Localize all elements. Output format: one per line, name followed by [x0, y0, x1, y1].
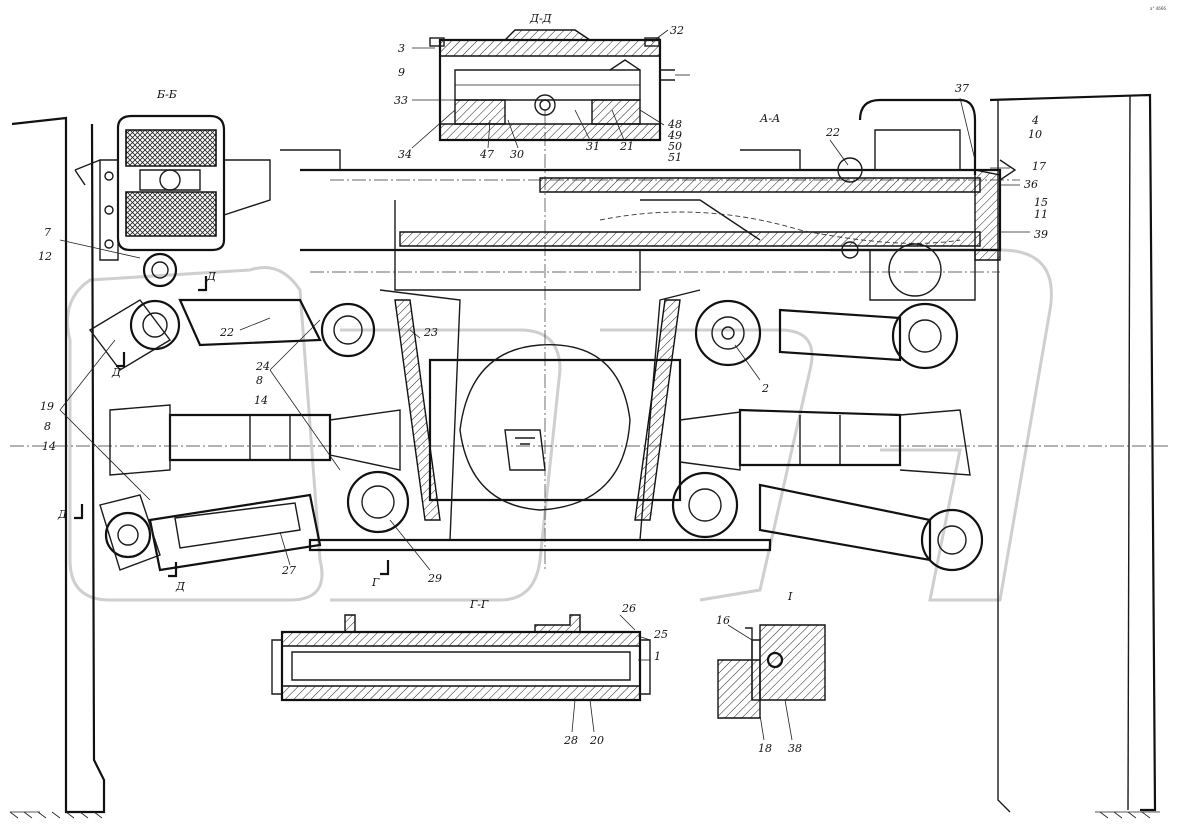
callout-14-lower: 14 — [42, 440, 56, 453]
bushing-lower-far-left — [104, 511, 152, 559]
differential-housing — [308, 289, 772, 552]
flanges — [104, 299, 984, 572]
callout-22-top: 22 — [825, 126, 840, 139]
callout-38: 38 — [788, 742, 802, 755]
callout-34: 34 — [398, 148, 412, 161]
section-bb — [74, 114, 271, 288]
callout-7: 7 — [44, 226, 51, 239]
cut-mark-d2: Д — [111, 366, 122, 379]
frame-right-rail — [989, 93, 1160, 819]
callout-21: 21 — [619, 140, 634, 153]
callout-32: 32 — [670, 24, 684, 37]
flange-lower-center — [671, 471, 739, 539]
callout-39: 39 — [1034, 228, 1048, 241]
bushing-lower-left — [346, 470, 410, 534]
callout-8-lower: 8 — [44, 420, 51, 433]
callout-16: 16 — [716, 614, 730, 627]
callout-17: 17 — [1032, 160, 1046, 173]
corner-mark: a° 4666 — [1150, 6, 1166, 11]
section-title-one: I — [787, 590, 793, 603]
callout-22-left: 22 — [219, 326, 234, 339]
callout-31: 31 — [586, 140, 600, 153]
callout-9: 9 — [398, 66, 405, 79]
drive-shafts — [109, 404, 971, 476]
cut-mark-g1: Г — [371, 576, 380, 589]
callout-1: 1 — [654, 650, 661, 663]
callout-14-upper: 14 — [254, 394, 268, 407]
callout-49: 49 — [667, 129, 682, 142]
callout-11: 11 — [1034, 208, 1048, 221]
callout-25: 25 — [653, 628, 668, 641]
callout-10: 10 — [1028, 128, 1042, 141]
callout-48: 48 — [667, 118, 682, 131]
callout-29: 29 — [427, 572, 442, 585]
detail-one — [717, 624, 826, 719]
flange-upper-right — [891, 302, 959, 370]
callout-30: 30 — [510, 148, 524, 161]
cut-indicators — [74, 276, 390, 578]
callout-15: 15 — [1034, 196, 1048, 209]
callout-28: 28 — [563, 734, 578, 747]
callout-20: 20 — [589, 734, 604, 747]
callout-33: 33 — [394, 94, 408, 107]
watermark — [66, 248, 1053, 602]
callout-23: 23 — [423, 326, 438, 339]
section-gg — [271, 614, 651, 702]
section-aa-axle — [280, 98, 1017, 301]
cut-mark-d3: Д — [57, 508, 68, 521]
callouts: 3 9 33 34 47 30 31 21 32 48 49 50 51 37 … — [38, 24, 1048, 755]
bushing-upper-left — [320, 302, 376, 358]
leader-lines — [59, 29, 1030, 741]
bushing-left — [129, 299, 181, 351]
callout-36: 36 — [1024, 178, 1038, 191]
callout-3: 3 — [398, 42, 405, 55]
callout-12: 12 — [38, 250, 52, 263]
callout-51: 51 — [668, 151, 682, 164]
callout-19: 19 — [40, 400, 54, 413]
section-title-dd: Д-Д — [529, 12, 553, 25]
callout-4: 4 — [1031, 114, 1039, 127]
section-title-bb: Б-Б — [156, 88, 177, 101]
callout-47: 47 — [479, 148, 494, 161]
callout-50: 50 — [668, 140, 682, 153]
callout-8-upper: 8 — [256, 374, 263, 387]
links — [88, 298, 932, 572]
cut-mark-d1: Д — [206, 270, 217, 283]
flange-lower-right — [920, 508, 984, 572]
callout-18: 18 — [758, 742, 772, 755]
section-dd — [429, 29, 690, 142]
callout-26: 26 — [621, 602, 636, 615]
section-title-aa: А-А — [759, 112, 780, 125]
callout-27: 27 — [281, 564, 296, 577]
frame-left-rail — [9, 116, 106, 819]
callout-37: 37 — [955, 82, 969, 95]
callout-24: 24 — [255, 360, 270, 373]
callout-2: 2 — [761, 382, 769, 395]
flange-upper-center — [694, 299, 762, 367]
cut-mark-d4: Д — [175, 580, 186, 593]
section-title-gg: Г-Г — [469, 598, 489, 611]
